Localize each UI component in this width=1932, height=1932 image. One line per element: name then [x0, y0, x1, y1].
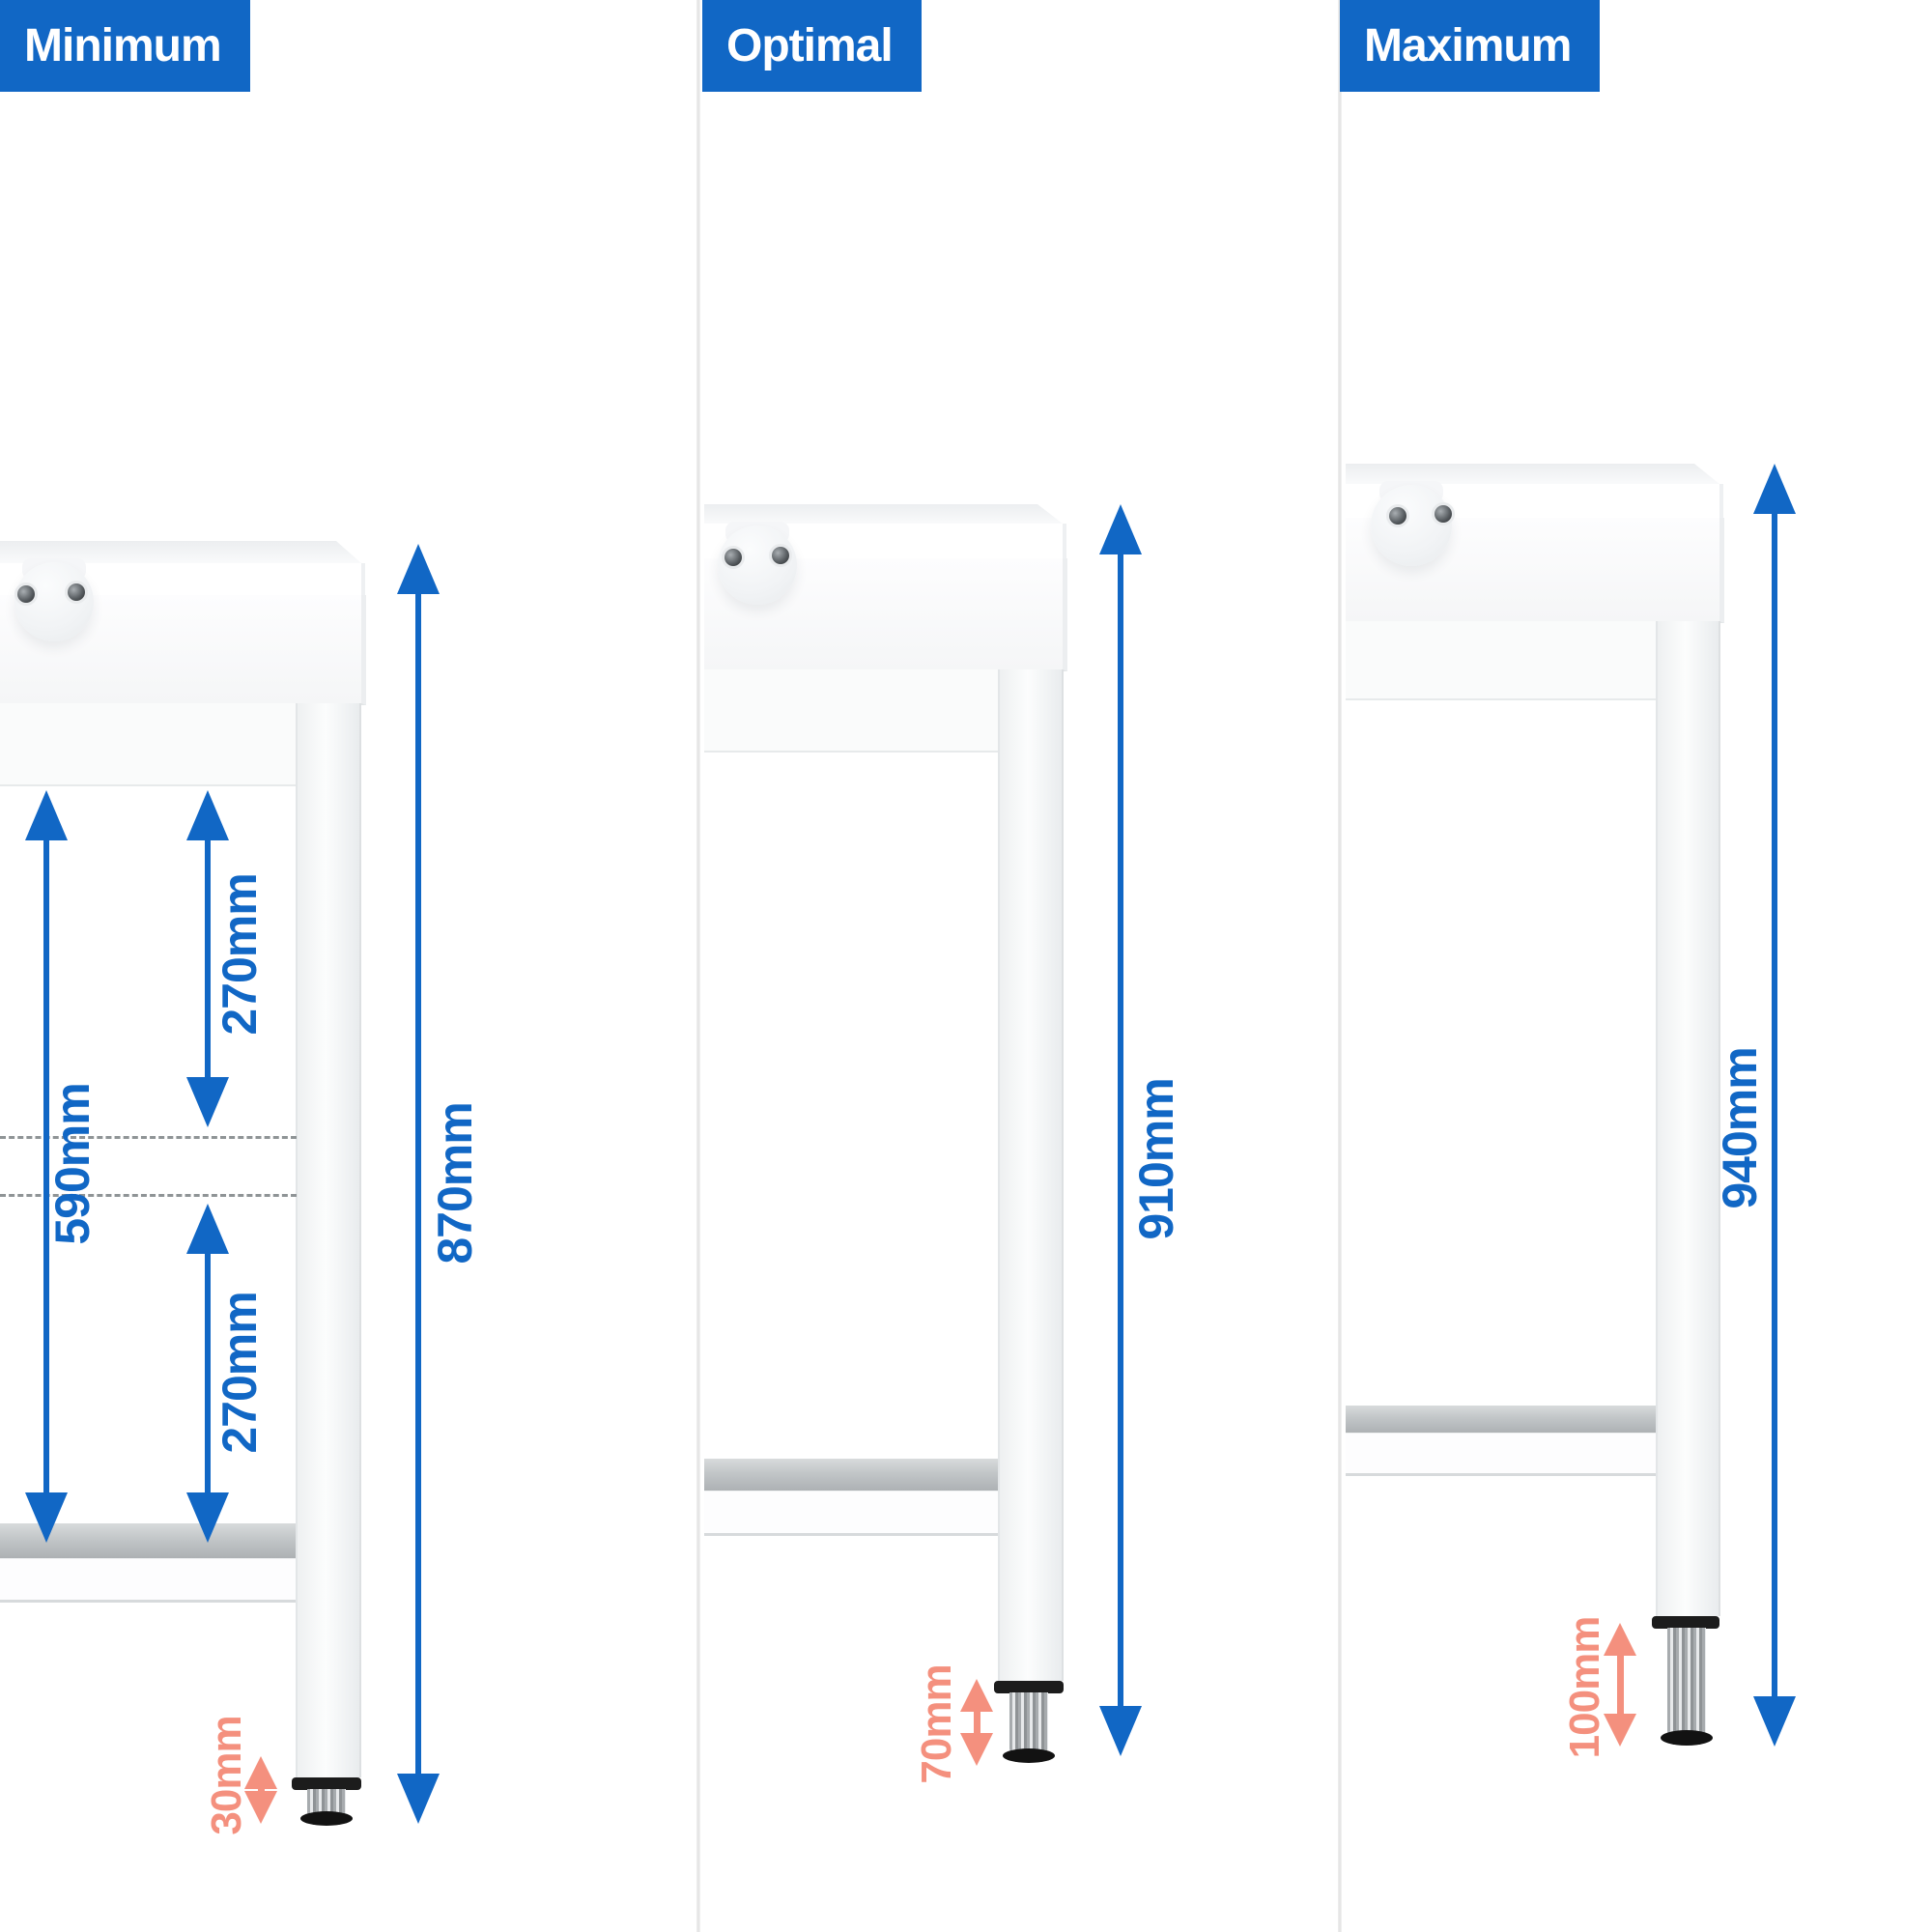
arrow-up-icon: [1753, 464, 1796, 514]
arrow-down-icon: [1753, 1696, 1796, 1747]
screw-icon: [772, 547, 789, 564]
shelf-position-dashed-line: [0, 1136, 297, 1139]
dimension-arrow-870mm: [397, 544, 440, 1824]
arrow-down-icon: [186, 1492, 229, 1543]
arrow-down-icon: [186, 1077, 229, 1127]
dimension-arrow-940mm: [1753, 464, 1796, 1747]
panel-title-label: Maximum: [1364, 20, 1572, 71]
foot-adjust-arrow-30mm: [244, 1756, 277, 1824]
arrow-down-icon: [960, 1733, 993, 1766]
dimension-arrow-270mm-upper: [186, 790, 229, 1127]
foot-label-70mm: 70mm: [913, 1664, 960, 1784]
dimension-arrow-910mm: [1099, 504, 1142, 1756]
arrow-up-icon: [1099, 504, 1142, 554]
foot-adjust-arrow-70mm: [960, 1679, 993, 1766]
arrow-up-icon: [960, 1679, 993, 1712]
shelf-position-dashed-line: [0, 1194, 297, 1197]
bottom-shelf-edge: [1346, 1433, 1656, 1476]
dimension-label-870mm: 870mm: [428, 1102, 482, 1264]
screw-icon: [17, 585, 35, 603]
dimension-label-940mm: 940mm: [1713, 1047, 1767, 1209]
dimension-arrow-270mm-lower: [186, 1204, 229, 1543]
foot-adjust-arrow-100mm: [1604, 1623, 1636, 1747]
panel-title-maximum: Maximum: [1340, 0, 1601, 92]
table-leg: [998, 669, 1064, 1681]
arrow-up-icon: [397, 544, 440, 594]
adjustable-foot: [1667, 1628, 1706, 1736]
bottom-shelf-surface: [704, 1459, 998, 1491]
dimension-label-270mm-lower: 270mm: [213, 1292, 267, 1454]
rear-rail: [1346, 621, 1660, 700]
foot-cap: [1652, 1616, 1719, 1629]
screw-icon: [1389, 507, 1406, 525]
foot-base: [1661, 1730, 1713, 1746]
foot-cap: [994, 1681, 1064, 1693]
foot-label-30mm: 30mm: [203, 1716, 250, 1835]
rear-rail: [0, 703, 298, 786]
arrow-down-icon: [25, 1492, 68, 1543]
panel-divider: [696, 0, 700, 1932]
arrow-up-icon: [186, 790, 229, 840]
rear-rail: [704, 669, 1002, 753]
arrow-down-icon: [1604, 1714, 1636, 1747]
arrow-up-icon: [25, 790, 68, 840]
screw-icon: [1435, 505, 1452, 523]
screw-icon: [724, 549, 742, 566]
dimension-arrow-590mm: [25, 790, 68, 1543]
mount-bracket: [1371, 485, 1452, 566]
foot-cap: [292, 1777, 361, 1790]
dimension-label-590mm: 590mm: [45, 1083, 99, 1245]
foot-base: [1003, 1748, 1055, 1763]
table-leg: [296, 703, 361, 1777]
screw-icon: [68, 583, 85, 601]
arrow-up-icon: [244, 1756, 277, 1789]
panel-title-optimal: Optimal: [702, 0, 922, 92]
arrow-up-icon: [186, 1204, 229, 1254]
tabletop-surface: [0, 541, 361, 563]
arrow-down-icon: [244, 1791, 277, 1824]
panel-title-label: Optimal: [726, 20, 894, 71]
panel-divider: [1338, 0, 1342, 1932]
bottom-shelf-edge: [0, 1558, 296, 1603]
tabletop-surface: [704, 504, 1063, 524]
bottom-shelf-edge: [704, 1491, 998, 1536]
arrow-down-icon: [397, 1774, 440, 1824]
dimension-label-270mm-upper: 270mm: [213, 873, 267, 1036]
foot-label-100mm: 100mm: [1561, 1616, 1608, 1759]
tabletop-surface: [1346, 464, 1719, 484]
dimension-label-910mm: 910mm: [1129, 1078, 1183, 1240]
adjustable-foot: [1009, 1692, 1048, 1753]
panel-title-label: Minimum: [24, 20, 222, 71]
bottom-shelf-surface: [1346, 1406, 1656, 1433]
panel-title-minimum: Minimum: [0, 0, 250, 92]
foot-base: [300, 1811, 353, 1826]
arrow-down-icon: [1099, 1706, 1142, 1756]
table-leg: [1656, 621, 1720, 1616]
arrow-up-icon: [1604, 1623, 1636, 1656]
